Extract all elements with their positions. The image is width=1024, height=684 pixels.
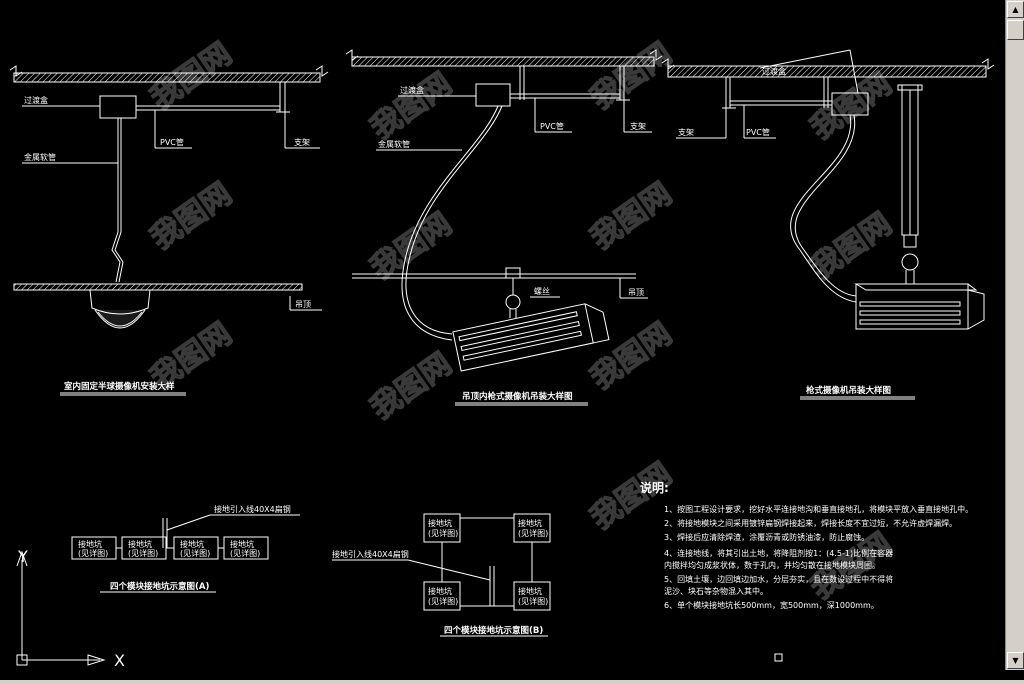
ceiling-slab — [667, 65, 987, 78]
pit-sub: (见详图) — [428, 596, 458, 606]
pit-sub: (见详图) — [230, 548, 260, 558]
bracket-label: 支架 — [630, 121, 646, 131]
pit-sub: (见详图) — [428, 528, 458, 538]
horizontal-scrollbar[interactable] — [0, 680, 1024, 684]
pit-label: 接地坑 — [128, 539, 152, 549]
ceiling-label: 吊顶 — [628, 288, 644, 297]
note-line: 6、单个模块接地坑长500mm，宽500mm，深1000mm。 — [664, 600, 879, 610]
pit-label: 接地坑 — [180, 539, 204, 549]
watermark: 我图网 — [365, 66, 459, 146]
watermark: 我图网 — [585, 36, 679, 116]
detail3-title: 枪式摄像机吊装大样图 — [806, 385, 891, 396]
watermark: 我图网 — [365, 346, 459, 426]
scroll-thumb[interactable] — [1007, 20, 1024, 40]
leadin-label: 接地引入线40X4扁钢 — [214, 504, 291, 514]
note-line: 3、焊接后应清除焊渣，涂覆沥青或防锈油漆，防止腐蚀。 — [664, 532, 869, 542]
watermark: 我图网 — [805, 66, 899, 146]
ceiling-slab — [13, 72, 321, 83]
leadin-label: 接地引入线40X4扁钢 — [332, 549, 409, 559]
junction-box-label: 过渡盒 — [400, 85, 424, 95]
grounding-b-labels: 接地引入线40X4扁钢 接地坑 (见详图) 接地坑 (见详图) 接地坑 (见详图… — [332, 518, 548, 636]
pvc-pipe-label: PVC管 — [540, 121, 564, 131]
ucs-icon: Y X — [16, 547, 125, 670]
watermark: 我图网 — [145, 176, 239, 256]
detail1-labels: 过渡盒 金属软管 PVC管 支架 吊顶 室内固定半球摄像机安装大样 — [24, 95, 311, 392]
note-line: 5、回填土壤，边回填边加水，分层夯实，且在数设过程中不得将 — [664, 574, 893, 584]
detail2-title: 吊顶内枪式摄像机吊装大样图 — [462, 391, 573, 402]
watermark: 我图网 — [805, 206, 899, 286]
detail-ceiling-gun-camera — [345, 49, 663, 406]
ucs-y-label: Y — [17, 547, 28, 566]
pit-label: 接地坑 — [428, 518, 452, 528]
detail3-labels: 过渡盒 支架 PVC管 枪式摄像机吊装大样图 — [678, 66, 891, 396]
notes-block: 说明: 1、按图工程设计要求，挖好水平连接地沟和垂直接地孔，将模块平放入垂直接地… — [640, 480, 973, 610]
detail-dome-camera — [9, 65, 329, 396]
metal-hose — [111, 118, 121, 283]
note-line: 内搅拌均匀成浆状体，数于孔内，并均匀散在接地模块周围。 — [664, 560, 880, 570]
metal-hose-label: 金属软管 — [24, 152, 56, 162]
junction-box-label: 过渡盒 — [24, 95, 48, 105]
gun-camera — [452, 303, 610, 372]
grounding-diagram-a — [71, 514, 300, 593]
pit-sub: (见详图) — [128, 548, 158, 558]
pit-label: 接地坑 — [518, 518, 542, 528]
detail1-title: 室内固定半球摄像机安装大样 — [64, 381, 175, 392]
ucs-x-label: X — [114, 651, 125, 670]
pit-label: 接地坑 — [428, 586, 452, 596]
metal-hose — [790, 114, 857, 303]
marker-square — [774, 653, 783, 662]
notes-heading: 说明: — [640, 480, 669, 495]
pit-sub: (见详图) — [180, 548, 210, 558]
gun-camera — [854, 283, 985, 330]
ceiling-slab — [351, 56, 655, 67]
metal-hose-label: 金属软管 — [378, 139, 410, 149]
pit-label: 接地坑 — [230, 539, 254, 549]
pvc-pipe-label: PVC管 — [746, 127, 770, 137]
watermark: 我图网 — [585, 316, 679, 396]
grounding-a-title: 四个模块接地坑示意图(A) — [110, 581, 209, 592]
grounding-b-title: 四个模块接地坑示意图(B) — [444, 625, 543, 636]
note-line: 4、连接地线，将其引出土地，将降阻剂按1：(4.5-1)比例在容器 — [664, 548, 893, 558]
vertical-scrollbar[interactable]: ▲ ▼ — [1005, 0, 1024, 670]
rod-label: 螺丝 — [534, 286, 550, 296]
note-line: 泥沙、块石等杂物混入其中。 — [664, 586, 768, 596]
grounding-diagram-b — [332, 513, 551, 637]
note-line: 2、将接地模块之间采用镀锌扁钢焊接起来，焊接长度不宜过短，不允许虚焊漏焊。 — [664, 518, 957, 528]
note-line: 1、按图工程设计要求，挖好水平连接地沟和垂直接地孔，将模块平放入垂直接地孔中。 — [664, 504, 973, 514]
dome-camera — [89, 289, 151, 315]
metal-hose — [401, 105, 499, 341]
detail-gun-camera-hanging — [661, 49, 995, 400]
pit-sub: (见详图) — [518, 528, 548, 538]
pit-label: 接地坑 — [78, 539, 102, 549]
pit-sub: (见详图) — [78, 548, 108, 558]
junction-box — [99, 95, 137, 119]
junction-box-label: 过渡盒 — [762, 66, 786, 76]
scroll-down-button[interactable]: ▼ — [1007, 652, 1024, 669]
scroll-up-button[interactable]: ▲ — [1007, 1, 1024, 18]
ceiling-label: 吊顶 — [295, 300, 311, 309]
pvc-pipe-label: PVC管 — [160, 137, 184, 147]
watermark: 我图网 — [585, 176, 679, 256]
pit-label: 接地坑 — [518, 586, 542, 596]
watermark: 我图网 — [365, 206, 459, 286]
junction-box — [475, 83, 511, 107]
pit-sub: (见详图) — [518, 596, 548, 606]
detail2-labels: 过渡盒 金属软管 PVC管 支架 螺丝 吊顶 吊顶内枪式摄像机吊装大样图 — [378, 85, 646, 402]
bracket-label: 支架 — [294, 137, 310, 147]
grounding-a-labels: 接地引入线40X4扁钢 接地坑 (见详图) 接地坑 (见详图) 接地坑 (见详图… — [78, 504, 291, 592]
bracket-label: 支架 — [678, 127, 694, 137]
suspended-ceiling — [13, 283, 303, 291]
